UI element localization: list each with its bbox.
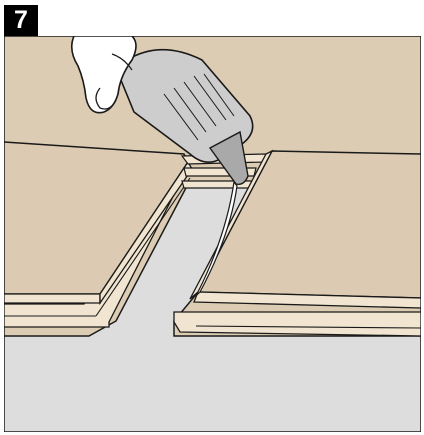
gun-ridge-3	[193, 75, 227, 121]
right-plank-side	[189, 149, 274, 300]
subfloor	[4, 183, 421, 432]
left-edge-line-2	[95, 177, 191, 317]
step-number-badge: 7	[4, 5, 38, 36]
left-plank-edge	[4, 293, 101, 304]
glue-gun-nozzle	[208, 130, 249, 186]
gun-ridge-5	[163, 93, 199, 141]
glove	[70, 36, 137, 114]
illustration-svg	[4, 36, 421, 432]
gun-ridge-4	[203, 73, 235, 117]
right-plank-edge	[193, 291, 421, 309]
flooring-illustration	[4, 36, 421, 432]
gun-ridge	[173, 87, 207, 133]
glue-bead	[195, 180, 238, 296]
glove-finger	[95, 87, 117, 110]
glove-thumb	[111, 53, 133, 71]
right-plank-lower-lip	[173, 311, 421, 337]
glue-gun-body	[115, 48, 254, 163]
gun-ridge-2	[183, 81, 217, 127]
right-edge-line	[195, 325, 421, 329]
